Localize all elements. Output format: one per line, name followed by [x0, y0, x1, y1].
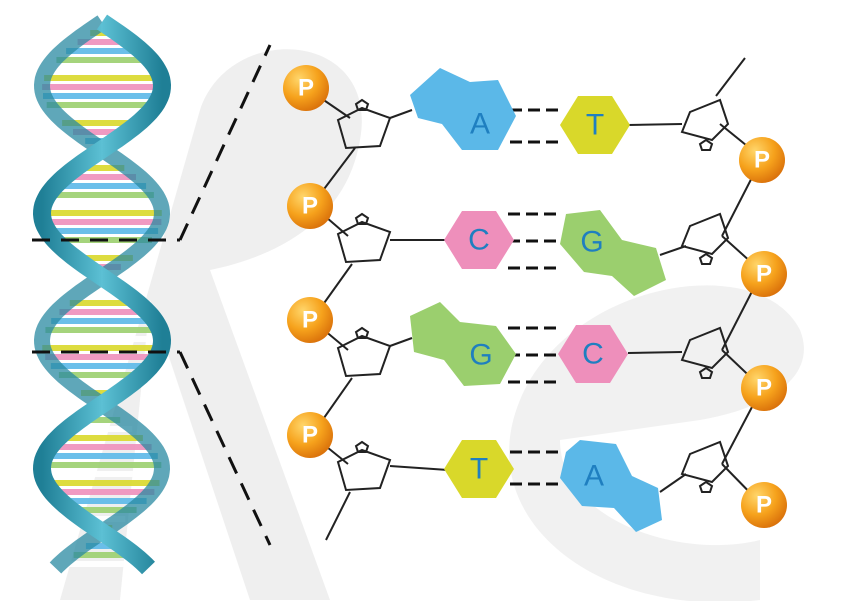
phosphate-label: P	[756, 375, 772, 402]
base-letter: A	[584, 460, 604, 493]
helix-rung	[42, 345, 162, 351]
helix-rung	[57, 183, 147, 189]
right-sugars	[680, 98, 730, 493]
cytosine-base-shape	[444, 211, 514, 269]
phosphate-left-4: P	[287, 412, 333, 458]
helix-rung	[44, 201, 160, 207]
helix-rung	[60, 246, 144, 252]
adenine-base-shape	[410, 68, 516, 150]
double-helix	[32, 14, 172, 575]
phosphate-left-2: P	[287, 183, 333, 229]
phosphate-right-4: P	[741, 482, 787, 528]
helix-rung	[71, 255, 133, 261]
adenine-base-shape	[560, 440, 662, 532]
helix-rung	[45, 354, 159, 360]
helix-rung	[53, 111, 151, 117]
helix-rung	[46, 453, 158, 459]
base-pair-4: T A	[444, 440, 662, 532]
phosphate-left-1: P	[283, 65, 329, 111]
helix-rung	[81, 291, 123, 297]
base-letter: T	[470, 453, 488, 486]
phosphate-label: P	[302, 422, 318, 449]
helix-rung	[45, 228, 159, 234]
guanine-base-shape	[410, 302, 516, 386]
helix-rung	[83, 417, 121, 423]
base-letter: C	[582, 338, 604, 371]
base-pair-2: C G	[444, 210, 666, 296]
sugar-phosphate-backbone	[311, 57, 763, 541]
base-letter: T	[586, 109, 604, 142]
helix-rung	[42, 84, 162, 90]
base-letter: C	[468, 224, 490, 257]
phosphate-right-1: P	[739, 137, 785, 183]
helix-rung	[61, 435, 143, 441]
helix-rung	[67, 174, 136, 180]
phosphate-groups: P P P P P P P P	[283, 65, 787, 528]
guanine-base-shape	[560, 210, 666, 296]
helix-rung	[42, 471, 162, 477]
phosphate-left-3: P	[287, 297, 333, 343]
phosphate-label: P	[302, 307, 318, 334]
helix-rung	[62, 561, 142, 567]
helix-rung	[42, 462, 162, 468]
helix-rung	[44, 480, 160, 486]
base-pair-1: A T	[410, 68, 630, 154]
helix-rung	[42, 219, 162, 225]
helix-rung	[73, 552, 131, 558]
helix-strand-front	[32, 14, 172, 575]
helix-rung	[69, 381, 135, 387]
helix-rungs	[42, 30, 162, 567]
helix-rung	[42, 336, 162, 342]
helix-rung	[50, 363, 154, 369]
base-letter: G	[580, 226, 603, 259]
base-letter: G	[469, 339, 492, 372]
helix-rung	[67, 507, 137, 513]
helix-rung	[73, 129, 132, 135]
phosphate-label: P	[754, 147, 770, 174]
thymine-base-shape	[560, 96, 630, 154]
helix-rung	[58, 372, 145, 378]
helix-rung	[50, 192, 154, 198]
phosphate-label: P	[302, 193, 318, 220]
helix-rung	[66, 48, 138, 54]
hydrogen-bonds	[508, 108, 562, 486]
helix-strand-back	[33, 15, 171, 574]
phosphate-label: P	[756, 261, 772, 288]
base-connectors	[389, 109, 687, 493]
helix-rung	[52, 444, 152, 450]
helix-rung	[42, 210, 162, 216]
helix-rung	[69, 300, 135, 306]
base-letter: A	[470, 108, 490, 141]
helix-rung	[45, 327, 159, 333]
helix-rung	[79, 165, 125, 171]
helix-rung	[44, 75, 160, 81]
helix-rung	[59, 309, 145, 315]
helix-rung	[81, 390, 123, 396]
phosphate-right-2: P	[741, 251, 787, 297]
helix-rung	[57, 498, 147, 504]
base-pair-3: G C	[410, 302, 628, 386]
phosphate-label: P	[756, 492, 772, 519]
cytosine-base-shape	[558, 325, 628, 383]
left-sugars	[336, 98, 392, 492]
thymine-base-shape	[444, 440, 514, 498]
helix-rung	[62, 120, 142, 126]
helix-rung	[77, 39, 127, 45]
zoom-guide-lines	[32, 44, 272, 546]
helix-rung	[85, 543, 118, 549]
helix-rung	[43, 93, 162, 99]
helix-rung	[90, 30, 114, 36]
phosphate-label: P	[298, 75, 314, 102]
helix-rung	[49, 66, 156, 72]
helix-rung	[79, 516, 126, 522]
helix-rung	[56, 57, 148, 63]
helix-rung	[51, 318, 153, 324]
helix-rung	[46, 102, 158, 108]
helix-rung	[71, 426, 133, 432]
helix-rung	[49, 489, 155, 495]
phosphate-right-3: P	[741, 365, 787, 411]
